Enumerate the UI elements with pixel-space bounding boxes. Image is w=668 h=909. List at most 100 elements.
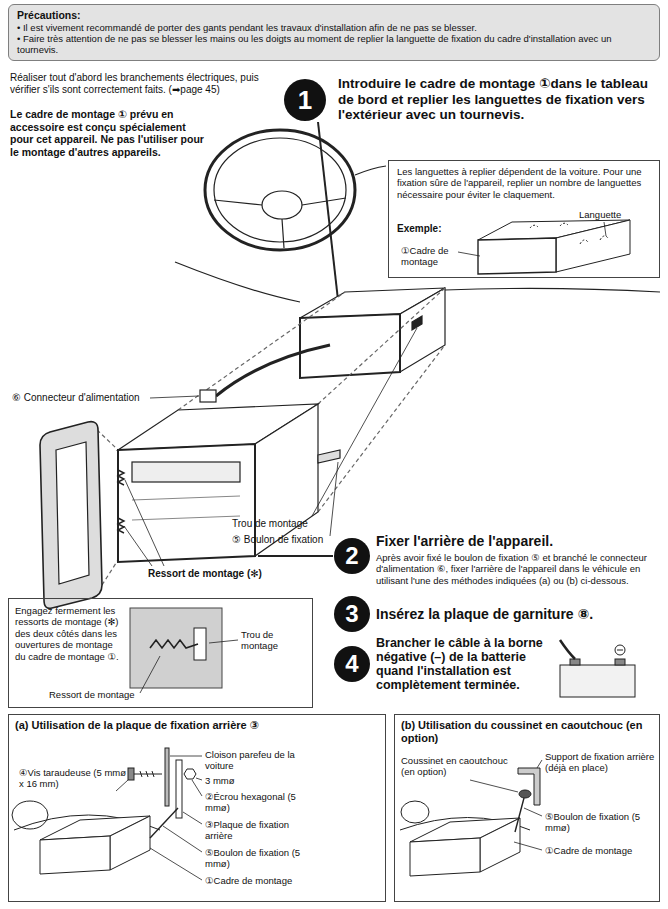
leader-line (140, 640, 238, 693)
leader-line (116, 756, 202, 880)
rubber-bush (519, 790, 531, 798)
step-circle-fill (334, 538, 370, 574)
step-circle-fill (284, 79, 326, 121)
frame-side (556, 220, 630, 272)
part-label: Ressort de montage (49, 689, 135, 700)
method-a-illustration (12, 748, 202, 880)
unit-detail (132, 496, 240, 520)
spring-box: Engagez fermement les ressorts de montag… (8, 598, 313, 708)
step-leader (318, 122, 338, 300)
power-harness (216, 345, 330, 396)
negative-symbol (615, 645, 625, 655)
part-label: ①Cadre de montage (401, 245, 467, 268)
step-circle: 2 (333, 537, 371, 575)
battery-terminal (615, 659, 625, 665)
part-label: Coussinet en caoutchouc (en option) (401, 755, 516, 778)
precaution-heading: Précautions: (17, 9, 651, 22)
part-label: Trou de montage (241, 629, 311, 652)
part-label: ①Cadre de montage (545, 845, 632, 856)
part-label: Support de fixation arrière (déjà en pla… (545, 751, 655, 774)
unit-chassis (410, 838, 480, 876)
fixing-bolt (318, 450, 340, 463)
part-label: Ressort de montage (✻) (148, 568, 262, 580)
method-box: (a) Utilisation de la plaque de fixation… (8, 714, 386, 902)
negative-symbol (617, 650, 623, 651)
dimension-label: 3 mmø (205, 775, 235, 786)
trim-opening (56, 442, 89, 584)
step-text: Après avoir fixé le boulon de fixation ⑤… (376, 552, 660, 586)
step-circle: 3 (333, 595, 371, 633)
method-heading: (a) Utilisation de la plaque de fixation… (15, 719, 277, 732)
method-b-illustration (400, 760, 542, 876)
hex-nut (184, 769, 196, 779)
fixing-bolt (515, 798, 524, 832)
step-circle-fill (334, 596, 370, 632)
steering-wheel (205, 130, 355, 250)
unit-chassis (40, 836, 110, 874)
part-label: ⑤ Boulon de fixation (232, 534, 323, 546)
step-heading: Introduire le cadre de montage ①dans le … (338, 76, 660, 123)
warning-note: Le cadre de montage ① prévu en accessoir… (10, 108, 205, 158)
leader-lines (124, 328, 417, 566)
part-label: Trou de montage (232, 518, 308, 530)
unit-chassis (480, 818, 520, 872)
leader-line (470, 760, 542, 850)
method-heading: (b) Utilisation du coussinet en caoutcho… (401, 719, 656, 745)
precaution-text: • Il est vivement recommandé de porter d… (17, 22, 651, 33)
step-number: 3 (345, 602, 358, 626)
mounting-spring (118, 470, 124, 533)
step-circle-fill (334, 646, 370, 682)
frame-wall (130, 608, 222, 688)
example-box: Les languettes à replier dépendent de la… (388, 160, 660, 278)
unit-display (132, 462, 240, 482)
support-bracket (518, 768, 540, 805)
unit-chassis (255, 404, 318, 556)
instruction-text: Engagez fermement les ressorts de montag… (15, 605, 125, 662)
step-heading: Fixer l'arrière de l'appareil. (376, 533, 553, 550)
tapping-screw (134, 771, 162, 777)
spring-detail (130, 608, 238, 693)
part-label: ⑤Boulon de fixation (5 mmø) (205, 847, 317, 870)
dashboard-line (175, 166, 660, 302)
part-label: ⑤Boulon de fixation (5 mmø) (545, 811, 655, 834)
example-frame (458, 220, 630, 274)
mounting-frame (400, 288, 445, 372)
part-label: ⑥ Connecteur d'alimentation (12, 392, 140, 404)
step-heading: Brancher le câble à la borne négative (–… (376, 636, 548, 692)
step-circle: 4 (333, 645, 371, 683)
part-label: ③Plaque de fixation arrière (205, 819, 317, 842)
part-label: ②Écrou hexagonal (5 mmø) (205, 791, 317, 814)
battery-terminal (570, 659, 580, 665)
method-box: (b) Utilisation du coussinet en caoutcho… (394, 714, 660, 902)
battery-body (560, 665, 635, 697)
unit-chassis (110, 816, 150, 870)
battery-cable (560, 640, 575, 659)
steering-spokes (214, 198, 346, 248)
mounting-spring (150, 640, 198, 648)
mounting-hole (412, 316, 422, 330)
leader-line (124, 480, 164, 566)
power-connector (200, 390, 216, 402)
leader-line (150, 396, 199, 398)
step-number: 1 (298, 87, 312, 113)
part-label: ④Vis taraudeuse (5 mmø x 16 mm) (19, 767, 127, 790)
step-heading: Insérez la plaque de garniture ⑧. (376, 606, 593, 623)
leader-line (312, 328, 417, 516)
steering-wheel (401, 801, 429, 823)
step-leader (258, 555, 333, 557)
precaution-box: Précautions:• Il est vivement recommandé… (8, 4, 660, 61)
frame-front (478, 238, 556, 274)
example-note: Les languettes à replier dépendent de la… (397, 166, 653, 200)
part-label: Languette (579, 209, 621, 220)
tapping-screw (128, 768, 134, 780)
leader-line (330, 462, 338, 536)
mounting-frame (300, 314, 400, 378)
step-number: 2 (345, 544, 358, 568)
part-label: ①Cadre de montage (205, 875, 292, 886)
example-heading: Exemple: (397, 223, 441, 235)
precaution-text: • Faire très attention de ne pas se bles… (17, 33, 651, 56)
instruction-note: Réaliser tout d'abord les branchements é… (10, 72, 275, 96)
firewall (165, 748, 169, 806)
main-illustration (40, 122, 660, 608)
steering-hub (262, 191, 302, 219)
